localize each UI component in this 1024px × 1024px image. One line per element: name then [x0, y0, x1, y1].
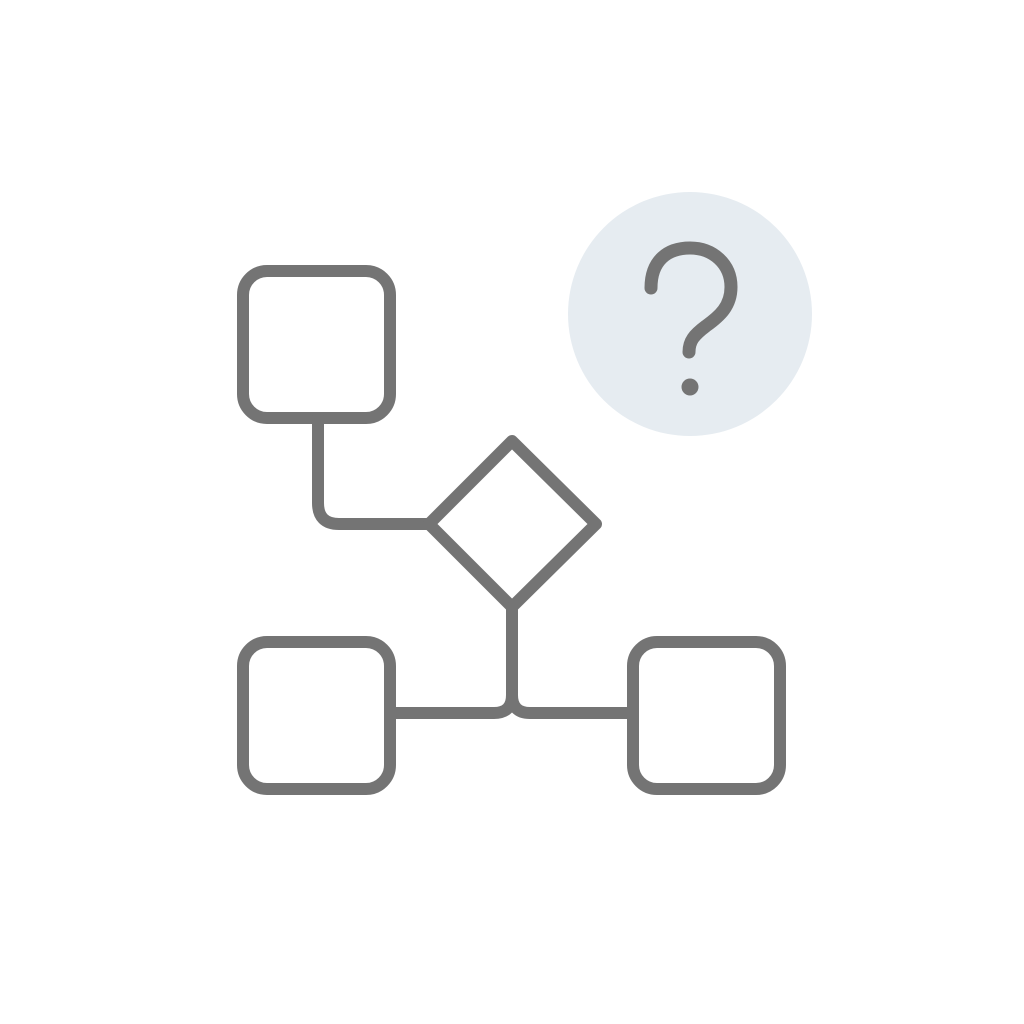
connector-to-bottom-right	[506, 689, 639, 719]
question-mark-curve	[644, 241, 738, 359]
flowchart-icon	[237, 265, 786, 795]
connector-top-to-decision	[312, 412, 435, 530]
flowchart-decision-diamond	[423, 435, 602, 613]
question-mark-dot	[681, 378, 699, 396]
flowchart-node-top-left	[237, 265, 396, 424]
flowchart-node-bottom-left	[237, 636, 396, 795]
connector-to-bottom-left	[384, 689, 518, 719]
help-badge	[568, 192, 812, 436]
question-mark-icon	[644, 241, 738, 396]
help-badge-circle	[568, 192, 812, 436]
flowchart-node-bottom-right	[627, 636, 786, 795]
